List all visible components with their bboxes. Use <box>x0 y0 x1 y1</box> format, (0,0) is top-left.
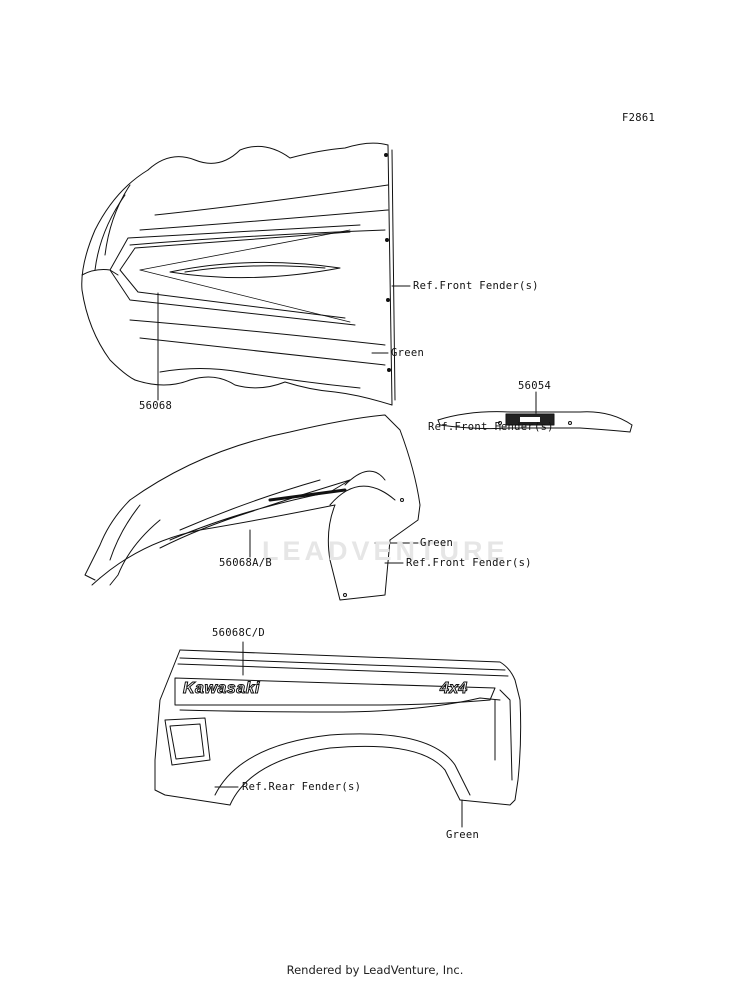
strip-part-label: 56054 <box>518 380 552 392</box>
front-fender-color-label: Green <box>420 537 454 549</box>
hood-part-label: 56068 <box>139 400 173 412</box>
figure-code: F2861 <box>622 112 656 124</box>
watermark: LEADVENTURE <box>262 536 509 566</box>
front-fender-part-label: 56068A/B <box>219 557 272 569</box>
hood-color-label: Green <box>391 347 425 359</box>
rear-fender-drawing <box>154 649 522 806</box>
footer-credit: Rendered by LeadVenture, Inc. <box>286 963 464 977</box>
rear-fender-color-label: Green <box>446 829 480 841</box>
rear-fender-part-label: 56068C/D <box>212 627 265 639</box>
rear-fender-ref-label: Ref.Rear Fender(s) <box>242 781 362 793</box>
strip-drawing <box>437 411 633 433</box>
front-fender-drawing <box>84 414 421 601</box>
kawasaki-decal: Kawasaki <box>183 680 260 698</box>
hood-drawing <box>81 142 396 406</box>
strip-ref-label: Ref.Front Fender(s) <box>428 421 554 433</box>
front-fender-ref-label: Ref.Front Fender(s) <box>406 557 532 569</box>
4x4-decal: 4x4 <box>440 680 468 698</box>
hood-ref-label: Ref.Front Fender(s) <box>413 280 539 292</box>
